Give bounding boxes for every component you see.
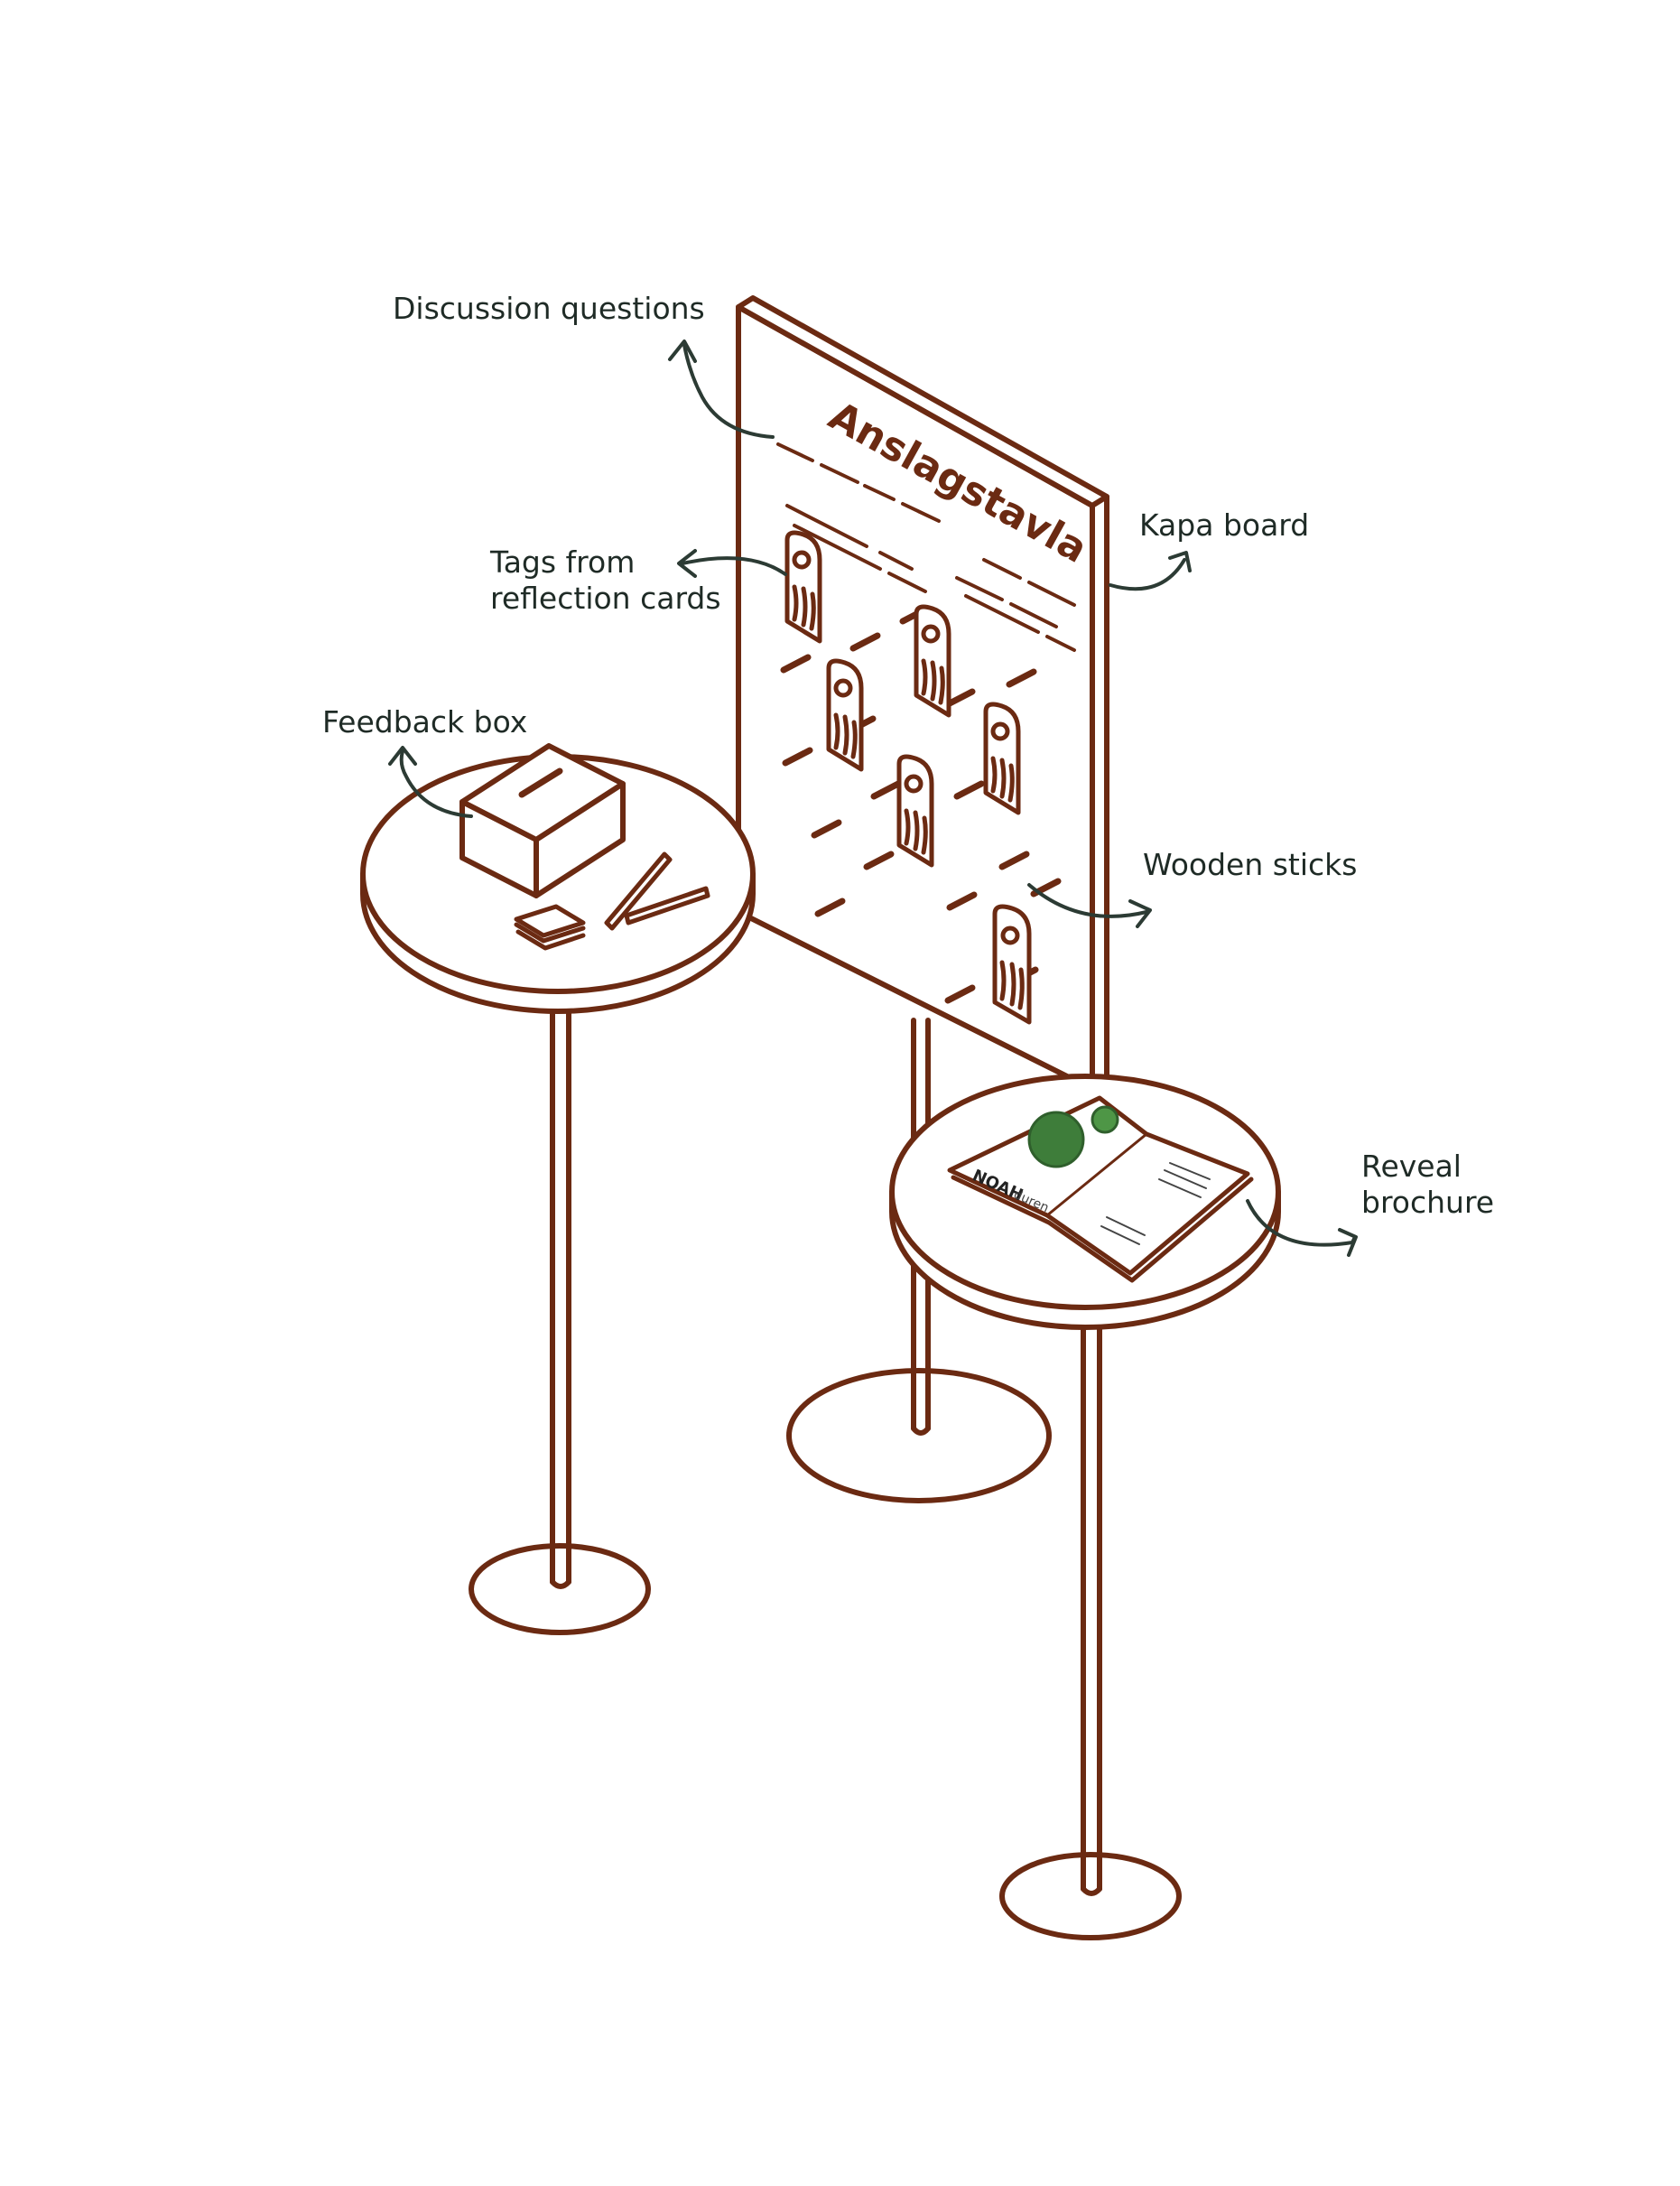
board-side-edge	[1090, 494, 1109, 1092]
tag	[992, 904, 1032, 1025]
feedback-box	[459, 743, 626, 898]
label-reveal-brochure: Reveal brochure	[1361, 1149, 1494, 1221]
tag	[784, 530, 822, 644]
label-reveal-line1: Reveal	[1361, 1149, 1462, 1184]
label-tags-line1: Tags from	[490, 544, 636, 580]
card-stack	[514, 904, 586, 951]
left-table	[360, 754, 756, 1635]
brochure-illustration	[1027, 1111, 1085, 1168]
board-face	[736, 304, 1095, 1092]
pencils	[604, 851, 710, 931]
arrow-reveal-brochure	[1246, 1199, 1358, 1257]
label-tags-from-reflection-cards: Tags from reflection cards	[490, 544, 721, 617]
annotation-arrows	[388, 340, 1358, 1257]
back-stand-base	[786, 1368, 1052, 1503]
label-wooden-sticks: Wooden sticks	[1143, 847, 1358, 882]
reflection-tags	[784, 530, 1032, 1025]
label-reveal-line2: brochure	[1361, 1185, 1495, 1220]
kapa-board	[736, 295, 1109, 1092]
box-slot	[518, 767, 563, 798]
arrow-feedback-box	[388, 746, 473, 818]
arrow-tags	[677, 549, 787, 578]
label-tags-line2: reflection cards	[490, 581, 721, 616]
tag	[896, 754, 934, 868]
label-discussion-questions: Discussion questions	[393, 291, 705, 326]
label-kapa-board: Kapa board	[1139, 507, 1310, 543]
tag	[914, 604, 951, 718]
arrow-discussion-questions	[668, 340, 775, 439]
box-front-right	[534, 781, 626, 898]
left-table-base	[469, 1543, 651, 1635]
arrow-wooden-sticks	[1027, 883, 1152, 928]
arrow-kapa-board	[1109, 551, 1192, 591]
tag	[983, 702, 1021, 815]
discussion-question-lines	[776, 442, 1076, 652]
tag	[826, 658, 864, 772]
right-table-base	[999, 1852, 1182, 1940]
reveal-brochure	[947, 1095, 1254, 1283]
label-feedback-box: Feedback box	[322, 704, 528, 740]
